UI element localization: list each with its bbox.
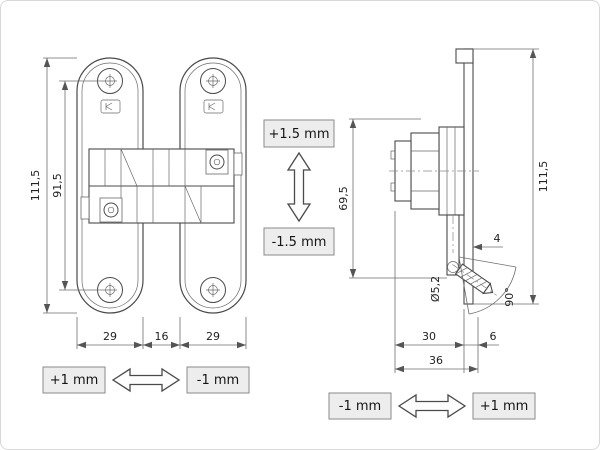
side-plus-label: +1 mm	[480, 399, 529, 414]
frame-plate-top-flange	[455, 48, 474, 64]
depth-body-label: 30	[422, 330, 436, 343]
side-dim-body-height: 69,5	[337, 118, 447, 279]
side-horizontal-adjustment-indicator: -1 mm +1 mm	[328, 392, 536, 420]
side-horizontal-adjust-arrow-icon	[397, 393, 467, 419]
vertical-adjustment-indicator: +1.5 mm -1.5 mm	[263, 119, 335, 256]
anchor-screw-hole	[447, 261, 459, 273]
front-plus-badge: +1 mm	[42, 366, 106, 394]
screw-cross-icon	[103, 283, 117, 297]
front-width-left-label: 29	[103, 330, 117, 343]
swing-angle-label: 90°	[503, 287, 516, 307]
brand-logo-icon	[100, 99, 121, 114]
front-view: 111,5 91,5 29 16 29	[29, 57, 247, 349]
centerlines	[389, 170, 479, 253]
screw-cross-icon	[206, 74, 220, 88]
vertical-plus-label: +1.5 mm	[268, 127, 329, 142]
vertical-minus-label: -1.5 mm	[272, 235, 327, 250]
hinge-links-detail	[104, 148, 202, 224]
front-width-right-label: 29	[206, 330, 220, 343]
front-horizontal-adjust-arrow-icon	[111, 367, 181, 393]
screw-hole-top-right	[200, 68, 226, 94]
pivot-pin-right	[209, 154, 225, 170]
side-minus-label: -1 mm	[339, 399, 381, 414]
screw-cross-icon	[103, 74, 117, 88]
screw-cross-icon	[206, 283, 220, 297]
brand-logo-icon	[203, 99, 224, 114]
hinge-mechanism	[80, 148, 243, 224]
plate-thickness-label: 4	[494, 232, 501, 245]
side-view: 90° 69,5 111,5 4 Ø5,2	[337, 48, 550, 373]
front-horizontal-adjustment-indicator: +1 mm -1 mm	[42, 366, 250, 394]
front-plus-label: +1 mm	[50, 373, 99, 388]
side-minus-badge: -1 mm	[328, 392, 392, 420]
side-dim-depths: 30 6 36	[394, 211, 499, 373]
mechanism-tab-right	[233, 152, 243, 176]
front-width-center-label: 16	[155, 330, 169, 343]
side-total-height-label: 111,5	[537, 161, 550, 193]
side-dim-plate-thickness: 4	[473, 232, 503, 251]
side-dim-total-height: 111,5	[473, 48, 550, 305]
depth-total-label: 36	[429, 354, 443, 367]
side-body-height-label: 69,5	[337, 186, 350, 211]
side-plus-badge: +1 mm	[472, 392, 536, 420]
mechanism-tab-left	[80, 196, 90, 220]
vertical-minus-badge: -1.5 mm	[263, 227, 335, 256]
depth-offset-label: 6	[490, 330, 497, 343]
front-dim-height-outer: 111,5	[29, 57, 77, 314]
pivot-housing-right	[205, 149, 229, 175]
pivot-pin-left	[103, 202, 119, 218]
vertical-adjust-arrow-icon	[286, 151, 312, 223]
front-dim-height-holes: 91,5	[51, 80, 103, 291]
front-height-outer-label: 111,5	[29, 170, 42, 202]
hole-diameter-label: Ø5,2	[429, 276, 442, 302]
vertical-plus-badge: +1.5 mm	[263, 119, 335, 148]
front-minus-badge: -1 mm	[186, 366, 250, 394]
front-height-holes-label: 91,5	[51, 173, 64, 198]
screw-hole-bottom-right	[200, 277, 226, 303]
front-minus-label: -1 mm	[197, 373, 239, 388]
swing-arc: 90°	[458, 256, 517, 315]
pivot-housing-left	[99, 197, 123, 223]
front-dim-widths: 29 16 29	[76, 317, 247, 349]
